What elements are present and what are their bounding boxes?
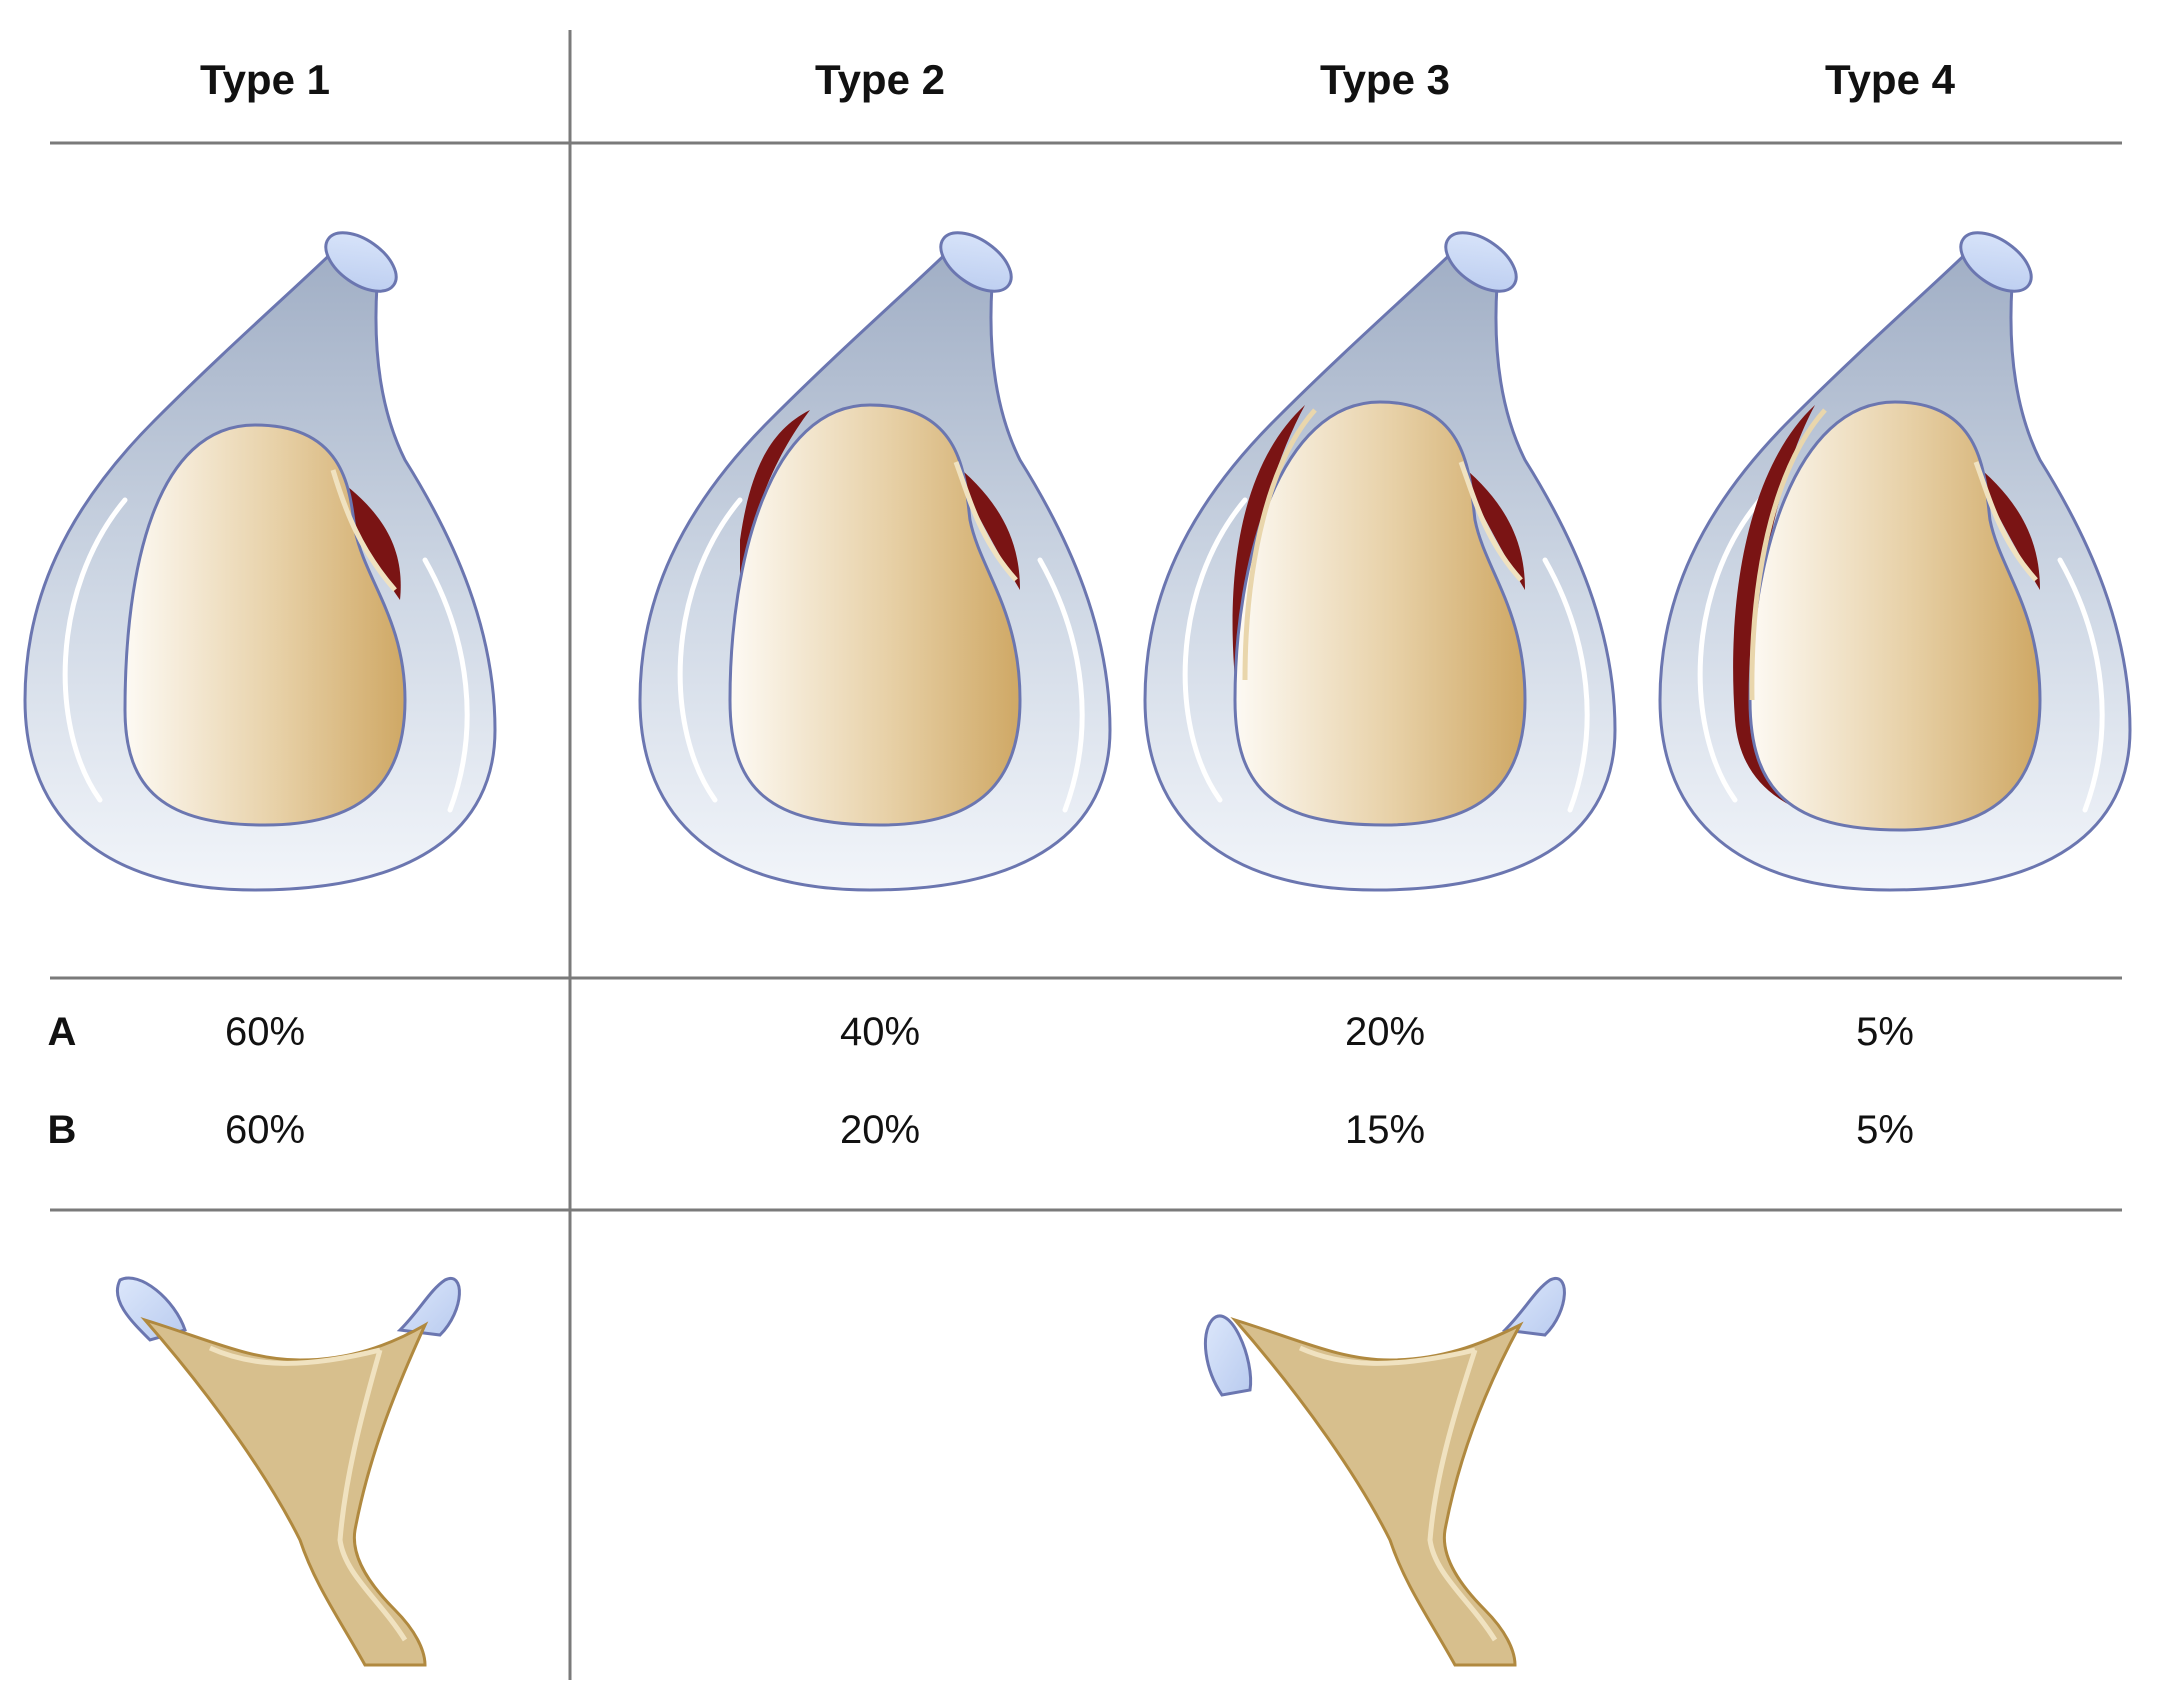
value-b-type-3: 15% <box>1344 1108 1426 1152</box>
type1-illustration <box>25 221 495 890</box>
value-a-type-4: 5% <box>1856 1010 1914 1054</box>
section-illustration-type3 <box>1203 1276 1566 1667</box>
section-illustration-left <box>115 1276 461 1667</box>
table-grid <box>50 30 2122 1680</box>
value-b-type-1: 60% <box>224 1108 306 1152</box>
type4-illustration <box>1660 221 2130 890</box>
type3-illustration <box>1145 221 1615 890</box>
value-a-type-1: 60% <box>224 1010 306 1054</box>
header-type-4: Type 4 <box>1825 56 1955 103</box>
value-b-type-2: 20% <box>839 1108 921 1152</box>
row-label-b: B <box>47 1108 77 1152</box>
row-label-a: A <box>47 1010 77 1054</box>
header-type-1: Type 1 <box>200 56 330 103</box>
type2-illustration <box>640 221 1110 890</box>
value-b-type-4: 5% <box>1856 1108 1914 1152</box>
header-type-2: Type 2 <box>815 56 945 103</box>
header-type-3: Type 3 <box>1320 56 1450 103</box>
value-a-type-2: 40% <box>839 1010 921 1054</box>
value-a-type-3: 20% <box>1344 1010 1426 1054</box>
